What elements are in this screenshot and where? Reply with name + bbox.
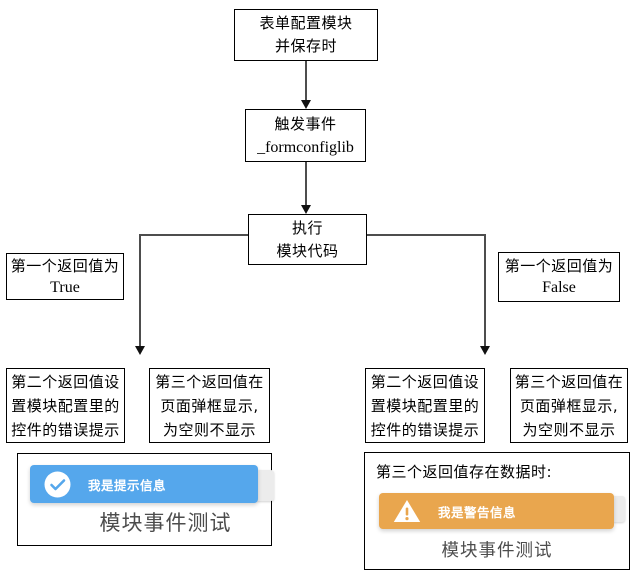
connector-start-trigger-arrowhead-icon: [301, 100, 311, 109]
flow-node-third-return-left: 第三个返回值在 页面弹框显示, 为空则不显示: [149, 368, 270, 443]
connector-trigger-execute-shaft: [305, 162, 307, 205]
flow-node-trigger-line2: _formconfiglib: [257, 138, 354, 156]
flow-node-start: 表单配置模块 并保存时: [234, 9, 378, 61]
flow-node-third-return-right-line2: 页面弹框显示,: [519, 396, 619, 415]
dialog-edge-fragment: [611, 496, 625, 522]
flow-node-trigger-event: 触发事件 _formconfiglib: [245, 109, 366, 162]
flow-node-first-return-true: 第一个返回值为 True: [6, 253, 124, 300]
flow-node-second-return-left-line2: 置模块配置里的: [11, 396, 120, 415]
flow-node-false-line1: 第一个返回值为: [504, 257, 614, 275]
success-toast: 我是提示信息: [30, 465, 258, 503]
flow-node-second-return-left-line1: 第二个返回值设: [11, 372, 120, 391]
connector-start-trigger-shaft: [305, 61, 307, 100]
flow-node-third-return-right-line1: 第三个返回值在: [514, 372, 624, 391]
flow-node-third-return-left-line3: 为空则不显示: [162, 420, 256, 439]
flow-node-third-return-right: 第三个返回值在 页面弹框显示, 为空则不显示: [510, 368, 628, 443]
connector-right-branch-vertical: [484, 234, 486, 346]
warning-demo-panel: 第三个返回值存在数据时: 我是警告信息 模块事件测试: [364, 452, 630, 570]
flow-node-start-line2: 并保存时: [274, 37, 337, 55]
flow-node-execute: 执行 模块代码: [248, 214, 367, 265]
flow-node-start-line1: 表单配置模块: [259, 14, 353, 32]
flow-node-second-return-left-line3: 控件的错误提示: [11, 420, 120, 439]
flow-node-third-return-left-line1: 第三个返回值在: [155, 372, 264, 391]
flow-node-true-line1: 第一个返回值为: [10, 256, 120, 275]
flow-node-second-return-right-line3: 控件的错误提示: [370, 420, 480, 439]
flow-node-second-return-right: 第二个返回值设 置模块配置里的 控件的错误提示: [365, 368, 485, 443]
flow-node-third-return-right-line3: 为空则不显示: [522, 420, 616, 439]
flow-node-second-return-right-line2: 置模块配置里的: [370, 396, 480, 415]
warning-triangle-icon: [393, 499, 421, 523]
warning-panel-header: 第三个返回值存在数据时:: [376, 463, 553, 481]
success-demo-panel: 我是提示信息 模块事件测试: [17, 453, 274, 546]
flow-node-execute-line1: 执行: [291, 218, 323, 237]
flow-node-trigger-line1: 触发事件: [274, 114, 337, 133]
flow-node-execute-line2: 模块代码: [276, 241, 339, 260]
flow-node-false-line2: False: [542, 279, 576, 296]
warning-dialog-title: 模块事件测试: [441, 541, 553, 561]
flow-node-third-return-left-line2: 页面弹框显示,: [160, 396, 259, 415]
flow-node-second-return-left: 第二个返回值设 置模块配置里的 控件的错误提示: [6, 368, 125, 443]
connector-left-branch-arrowhead-icon: [135, 346, 145, 355]
connector-left-branch-vertical: [139, 234, 141, 346]
warning-toast-message: 我是警告信息: [438, 504, 517, 520]
connector-right-branch-arrowhead-icon: [480, 346, 490, 355]
flow-node-second-return-right-line1: 第二个返回值设: [370, 372, 480, 391]
flow-node-first-return-false: 第一个返回值为 False: [498, 252, 620, 302]
check-circle-icon: [44, 471, 71, 498]
success-dialog-title: 模块事件测试: [99, 511, 232, 535]
connector-trigger-execute-arrowhead-icon: [301, 205, 311, 214]
success-toast-message: 我是提示信息: [88, 477, 167, 493]
flow-node-true-line2: True: [50, 278, 80, 296]
warning-toast: 我是警告信息: [379, 493, 614, 529]
connector-right-branch-horizontal: [367, 234, 485, 236]
connector-left-branch-horizontal: [139, 234, 248, 236]
